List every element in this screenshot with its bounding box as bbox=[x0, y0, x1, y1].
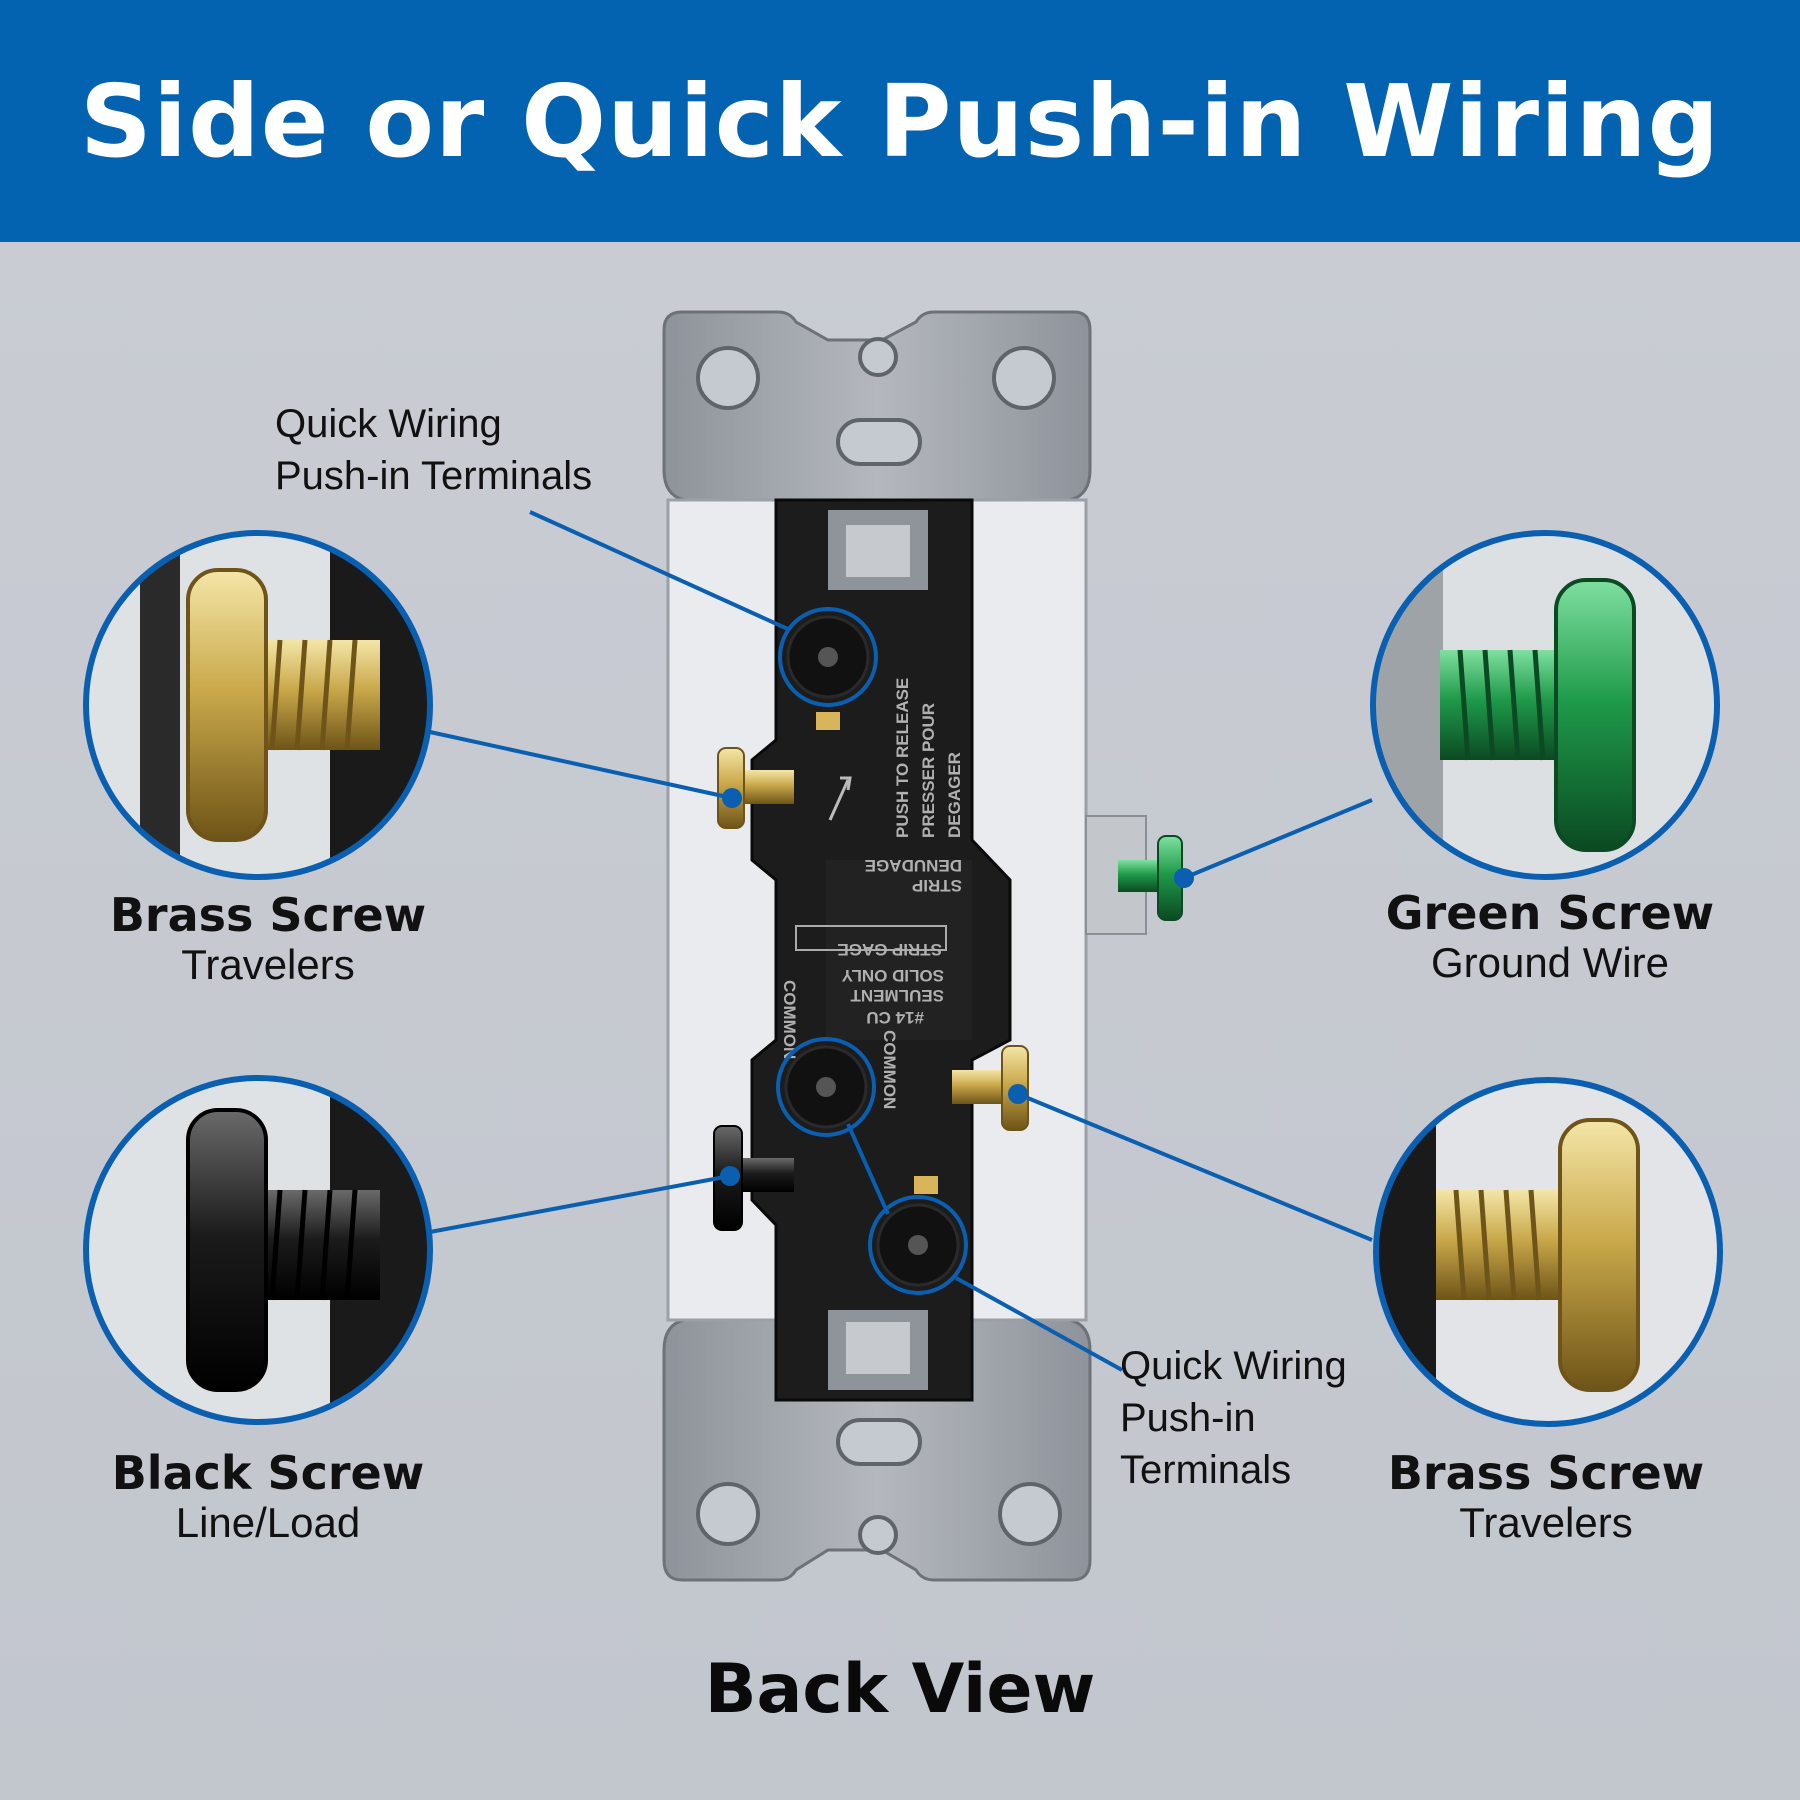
zoom-brass-screw-right bbox=[1373, 1077, 1723, 1427]
callout-push-in-bottom-line-3: Terminals bbox=[1120, 1448, 1292, 1492]
label-green-screw-right: Green Screw Ground Wire bbox=[1340, 888, 1760, 987]
push-in-hole-bottom bbox=[876, 1203, 960, 1287]
push-release-line-3: DEGAGER bbox=[945, 752, 964, 838]
callout-lines bbox=[429, 510, 1373, 1372]
push-in-rings bbox=[776, 607, 968, 1295]
common-label-right: COMMON bbox=[880, 1030, 899, 1109]
green-screw-device bbox=[1085, 815, 1183, 935]
wire-spec-line-3: SOLID ONLY bbox=[841, 966, 944, 985]
label-brass-screw-right-title: Brass Screw bbox=[1387, 1446, 1705, 1500]
strip-gage-label: STRIP GAGE bbox=[837, 940, 942, 959]
brass-screw-left-device bbox=[717, 747, 794, 829]
switch-body bbox=[750, 498, 1012, 1402]
callout-push-in-top: Quick Wiring Push-in Terminals bbox=[275, 398, 592, 502]
strip-line-2: DENUDAGE bbox=[865, 856, 962, 875]
callout-push-in-top-line-2: Push-in Terminals bbox=[275, 454, 593, 498]
label-green-screw-right-subtitle: Ground Wire bbox=[1430, 938, 1670, 986]
callout-push-in-bottom-line-2: Push-in bbox=[1120, 1396, 1256, 1440]
zoom-brass-screw-left bbox=[83, 530, 433, 880]
zoom-green-screw-right bbox=[1370, 530, 1720, 880]
strip-line-1: STRIP bbox=[912, 876, 962, 895]
label-brass-screw-right: Brass Screw Travelers bbox=[1336, 1448, 1756, 1547]
label-brass-screw-left-subtitle: Travelers bbox=[181, 940, 355, 988]
wire-spec-line-2: SEULMENT bbox=[850, 986, 944, 1005]
label-black-screw-left-subtitle: Line/Load bbox=[175, 1498, 361, 1546]
callout-push-in-top-line-1: Quick Wiring bbox=[275, 402, 502, 446]
label-brass-screw-right-subtitle: Travelers bbox=[1459, 1498, 1633, 1546]
push-in-hole-top bbox=[786, 615, 870, 699]
page-title: Side or Quick Push-in Wiring bbox=[79, 62, 1721, 180]
label-green-screw-right-title: Green Screw bbox=[1385, 886, 1715, 940]
label-brass-screw-left-title: Brass Screw bbox=[109, 888, 427, 942]
wire-spec-line-1: #14 CU bbox=[866, 1008, 924, 1027]
callout-push-in-bottom: Quick Wiring Push-in Terminals bbox=[1120, 1340, 1347, 1496]
label-black-screw-left: Black Screw Line/Load bbox=[58, 1448, 478, 1547]
title-banner: Side or Quick Push-in Wiring bbox=[0, 0, 1800, 242]
label-brass-screw-left: Brass Screw Travelers bbox=[58, 890, 478, 989]
push-release-line-1: PUSH TO RELEASE bbox=[893, 678, 912, 838]
footer-back-view: Back View bbox=[704, 1650, 1096, 1729]
callout-dots bbox=[720, 788, 1194, 1186]
device-text: PUSH TO RELEASE PRESSER POUR DEGAGER STR… bbox=[780, 678, 964, 1110]
label-black-screw-left-title: Black Screw bbox=[111, 1446, 425, 1500]
callout-push-in-bottom-line-1: Quick Wiring bbox=[1120, 1344, 1347, 1388]
push-in-hole-common bbox=[784, 1045, 868, 1129]
zoom-black-screw-left bbox=[83, 1075, 433, 1425]
common-label-left: COMMON bbox=[780, 980, 799, 1059]
push-release-line-2: PRESSER POUR bbox=[919, 703, 938, 838]
